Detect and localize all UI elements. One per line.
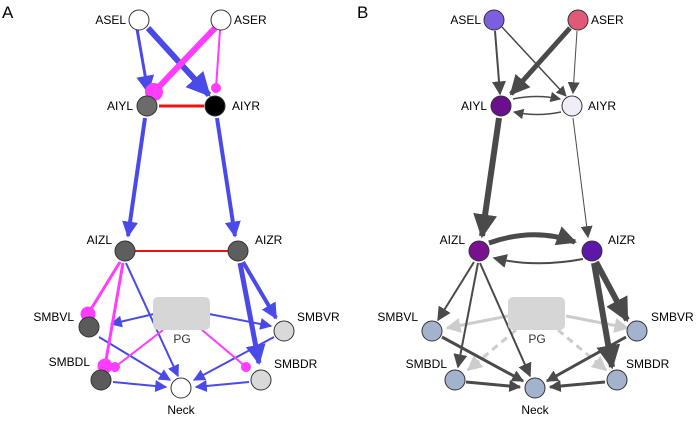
node-b-asel [483, 9, 505, 31]
edge-a-smbdr-neck [194, 380, 250, 392]
panel-a: A [2, 3, 340, 417]
edge-a-aser-aiyl [145, 25, 218, 101]
edge-b-aser-aiyr [567, 30, 580, 95]
edge-a-pg-smbdl [110, 329, 164, 372]
label-b-smbvl: SMBVL [377, 310, 418, 324]
label-b-pg: PG [528, 332, 545, 346]
edge-b-aiyr-aizr [572, 117, 593, 239]
label-b-neck: Neck [521, 403, 549, 417]
label-b-smbvr: SMBVR [651, 310, 694, 324]
edge-b-aiyl-aizl [473, 117, 502, 239]
edge-b-smbdr-neck [548, 380, 606, 392]
edge-a-pg-smbvl [109, 313, 155, 328]
node-a-asel [128, 9, 150, 31]
edge-b-pg-smbvl [445, 314, 509, 333]
label-b-smbdl: SMBDL [406, 357, 448, 371]
node-b-smbdl [444, 369, 466, 391]
label-a-smbvl: SMBVL [33, 310, 74, 324]
node-a-smbvr [273, 320, 295, 342]
node-b-pg [508, 297, 565, 330]
edge-a-aizl-smbdl [97, 262, 125, 374]
edge-b-aizr-smbdr [591, 262, 621, 370]
edge-b-pg-smbvr [565, 314, 630, 333]
label-a-pg: PG [173, 332, 190, 346]
node-a-aiyl [136, 95, 158, 117]
edge-b-smbvl-neck [441, 335, 525, 383]
node-a-aizr [227, 240, 249, 262]
node-a-pg [153, 297, 210, 330]
edge-a-aizr-smbvr [241, 260, 278, 320]
node-b-aiyl [490, 95, 512, 117]
edge-a-smbdl-neck [112, 380, 168, 392]
edge-a-smbvr-neck [192, 336, 275, 381]
edge-a-smbvl-neck [98, 336, 172, 381]
panel-b-edges [437, 26, 630, 392]
edge-b-aiyl-aiyr [512, 91, 562, 103]
edge-a-aizr-smbdr [237, 262, 266, 365]
edge-a-pg-smbvr [208, 313, 273, 330]
label-a-aiyr: AIYR [232, 99, 260, 113]
edge-b-smbvr-neck [545, 335, 627, 383]
node-b-aiyr [561, 95, 583, 117]
node-a-aiyr [204, 95, 226, 117]
label-a-aser: ASER [234, 13, 267, 27]
edge-a-asel-aiyl [135, 28, 155, 94]
label-b-asel: ASEL [450, 13, 481, 27]
node-a-smbdr [250, 369, 272, 391]
edge-b-asel-aiyr [501, 26, 567, 97]
edge-a-aiyl-aizl [122, 117, 147, 238]
edge-b-aizl-aizr [488, 226, 577, 246]
label-a-aizl: AIZL [87, 233, 113, 247]
node-b-smbvl [421, 320, 443, 342]
panel-b: B PG [357, 3, 694, 417]
edge-b-pg-smbdl [466, 328, 517, 372]
node-b-aser [567, 9, 589, 31]
label-b-aiyl: AIYL [461, 99, 487, 113]
edge-b-aizl-neck [479, 262, 532, 378]
edge-a-asel-aiyr [145, 25, 212, 98]
label-a-aiyl: AIYL [107, 99, 133, 113]
edge-a-aser-aiyr [211, 29, 221, 93]
panel-a-edges [80, 25, 278, 392]
node-a-aser [210, 9, 232, 31]
edge-b-aiyr-aiyl [512, 108, 562, 120]
label-b-aizl: AIZL [440, 233, 466, 247]
label-b-aizr: AIZR [608, 233, 636, 247]
edge-b-aizr-smbvr [593, 260, 630, 323]
panel-a-nodes [78, 9, 295, 399]
label-b-smbdr: SMBDR [626, 357, 670, 371]
label-b-aiyr: AIYR [588, 99, 616, 113]
label-b-aser: ASER [591, 13, 624, 27]
edge-a-aizl-neck [125, 262, 179, 378]
edge-b-aser-aiyl [509, 26, 572, 96]
node-b-aizr [581, 240, 603, 262]
node-b-aizl [468, 240, 490, 262]
label-a-smbdr: SMBDR [274, 357, 318, 371]
node-b-smbvr [626, 320, 648, 342]
panel-b-nodes [421, 9, 648, 399]
label-a-smbdl: SMBDL [49, 355, 91, 369]
edge-b-pg-smbdr [557, 328, 608, 372]
node-a-smbvl [78, 316, 100, 338]
label-a-smbvr: SMBVR [297, 310, 340, 324]
panel-a-letter: A [2, 3, 14, 22]
label-a-neck: Neck [167, 403, 195, 417]
edge-b-aizr-aizl [492, 254, 584, 268]
edge-b-aizl-smbdl [453, 262, 479, 369]
label-a-asel: ASEL [95, 13, 126, 27]
edge-b-aizl-smbvl [437, 261, 475, 322]
node-b-smbdr [606, 369, 628, 391]
edge-a-aiyr-aizr [215, 117, 241, 238]
node-a-neck [170, 377, 192, 399]
panel-b-letter: B [357, 3, 368, 22]
node-b-neck [524, 377, 546, 399]
edge-a-pg-smbdr [201, 329, 251, 372]
edge-b-smbdl-neck [465, 380, 522, 392]
edge-b-asel-aiyl [492, 30, 506, 96]
label-a-aizr: AIZR [255, 233, 283, 247]
node-a-aizl [114, 240, 136, 262]
node-a-smbdl [90, 369, 112, 391]
edge-a-aizl-smbvl [80, 261, 122, 322]
